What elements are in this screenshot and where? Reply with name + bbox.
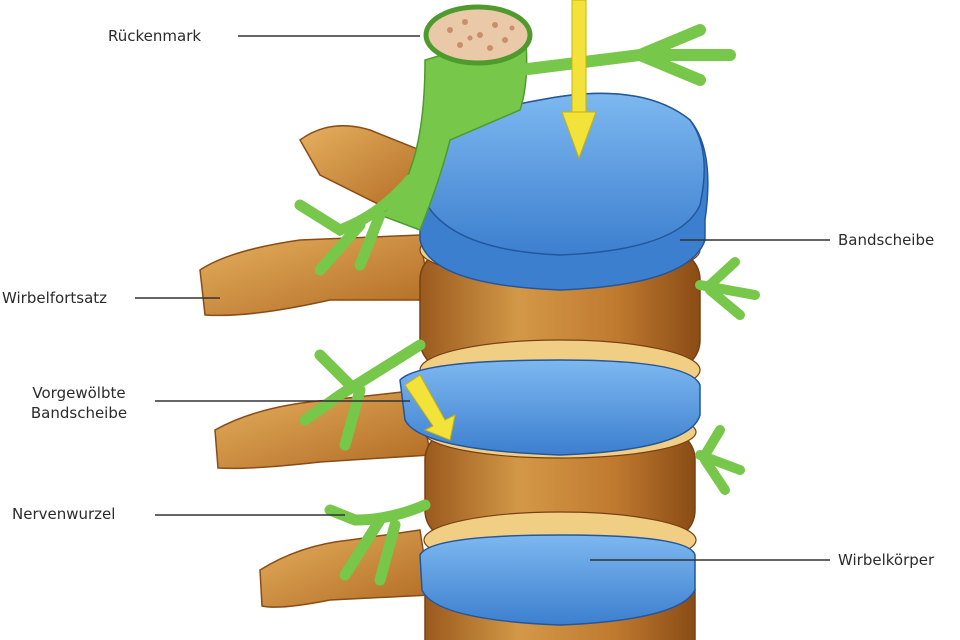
label-nerve-root: Nervenwurzel xyxy=(12,505,116,523)
label-herniated-disc-line2: Bandscheibe xyxy=(30,404,128,422)
intervertebral-discs xyxy=(399,92,709,626)
label-spinal-cord: Rückenmark xyxy=(108,27,202,45)
label-herniated-disc: Vorgewölbte Bandscheibe xyxy=(14,383,144,423)
label-vertebral-body: Wirbelkörper xyxy=(838,551,935,569)
label-herniated-disc-line1: Vorgewölbte xyxy=(32,384,126,402)
leader-lines xyxy=(135,35,830,561)
label-disc: Bandscheibe xyxy=(838,231,935,249)
label-vertebral-process: Wirbelfortsatz xyxy=(2,289,108,307)
spinal-cord-and-nerves xyxy=(294,4,760,586)
pressure-arrows xyxy=(404,0,597,441)
